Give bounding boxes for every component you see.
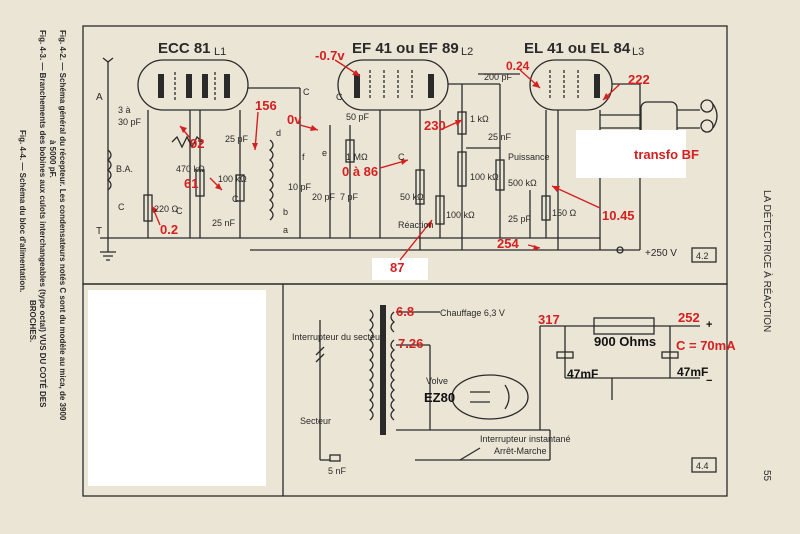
comp-25pf-b: 25 pF: [508, 214, 532, 224]
label-chauffage: Chauffage 6,3 V: [440, 308, 505, 318]
label-5nf: 5 nF: [328, 466, 347, 476]
label-minus: −: [706, 375, 712, 387]
anno-grid-bias: -0.7v: [315, 48, 345, 63]
anno-hv-rail: 254: [497, 236, 519, 251]
comp-200pf: 200 pF: [484, 72, 513, 82]
comp-7pf: 7 pF: [340, 192, 359, 202]
comp-tap-e: e: [322, 148, 327, 158]
figure-box-4-4: [691, 457, 717, 473]
tube-l3-ref: L3: [632, 46, 644, 58]
bottom-frame: [82, 283, 728, 497]
comp-100k-a: 100 kΩ: [218, 174, 247, 184]
tube-l2: [337, 59, 449, 111]
supply-label: +250 V: [645, 248, 677, 259]
anno-filtered-out: 252: [678, 310, 700, 325]
comp-1m: 1 MΩ: [346, 152, 368, 162]
comp-trimmer-b: 30 pF: [118, 117, 142, 127]
comp-25nf: 25 nF: [212, 218, 236, 228]
comp-100k-b: 100 kΩ: [446, 210, 475, 220]
anno-heater: 6.8: [396, 304, 414, 319]
comp-470k: 470 kΩ: [176, 164, 205, 174]
caption-fig-4-3-b: BROCHES.: [28, 300, 37, 342]
node-t: T: [96, 226, 102, 237]
tube-l3: [529, 59, 613, 111]
label-secteur: Secteur: [300, 416, 331, 426]
tube-l1: [137, 59, 249, 111]
comp-20pf: 20 pF: [312, 192, 336, 202]
anno-61: 61: [184, 176, 198, 191]
blank-panel: [88, 290, 266, 486]
comp-10pf: 10 pF: [288, 182, 312, 192]
tube-ez80: [451, 374, 529, 420]
component-labels: 3 à 30 pF B.A. C 220 Ω C 25 nF 470 kΩ 10…: [116, 72, 577, 235]
label-cap-47-b: 47mF: [677, 365, 708, 379]
anno-l3-plate: 222: [628, 72, 650, 87]
comp-1k: 1 kΩ: [470, 114, 489, 124]
comp-c3: C: [303, 87, 310, 97]
label-arret-marche: Arrêt-Marche: [494, 446, 547, 456]
node-a: A: [96, 92, 103, 103]
comp-tap-d: d: [276, 128, 281, 138]
anno-l1-cathode: 0.2: [160, 222, 178, 237]
page-header: LA DÉTECTRICE À RÉACTION: [761, 190, 774, 332]
anno-reaction-range: 0 à 86: [342, 164, 378, 179]
anno-87: 87: [390, 260, 404, 275]
label-plus: +: [706, 319, 712, 331]
anno-l3-cathode: 0.24: [506, 59, 530, 73]
figure-box-4-2: [691, 247, 717, 263]
comp-puissance: Puissance: [508, 152, 550, 162]
label-transfo-bf: transfo BF: [634, 147, 699, 162]
figure-4-4-label: 4.4: [696, 461, 709, 471]
comp-220: 220 Ω: [154, 204, 179, 214]
resistor-900-ohms: [593, 317, 655, 335]
comp-c6: C: [336, 92, 343, 102]
caption-fig-4-2: Fig. 4-2. — Schéma général du récepteur.…: [58, 30, 67, 421]
comp-25pf-a: 25 pF: [225, 134, 249, 144]
comp-ba: B.A.: [116, 164, 133, 174]
tube-l3-name: EL 41 ou EL 84: [524, 40, 631, 57]
label-volve: Volve: [426, 376, 448, 386]
comp-tap-b: b: [283, 207, 288, 217]
anno-current: C = 70mA: [676, 338, 736, 353]
label-cap-47-a: 47mF: [567, 367, 598, 381]
comp-100k-c: 100 kΩ: [470, 172, 499, 182]
comp-tap-f: f: [302, 152, 305, 162]
figure-4-2-label: 4.2: [696, 251, 709, 261]
tube-l1-name: ECC 81: [158, 40, 211, 57]
label-ez80: EZ80: [424, 390, 455, 405]
anno-l3-bias: 10.45: [602, 208, 635, 223]
anno-0v: 0v: [287, 112, 302, 127]
comp-25nf-b: 25 nF: [488, 132, 512, 142]
anno-rect-out: 317: [538, 312, 560, 327]
anno-726: 7.26: [398, 336, 423, 351]
comp-50k: 50 kΩ: [400, 192, 424, 202]
comp-500k: 500 kΩ: [508, 178, 537, 188]
label-interrupteur-instant: Interrupteur instantané: [480, 434, 571, 444]
mains-transformer-core: [380, 305, 386, 435]
comp-50pf: 50 pF: [346, 112, 370, 122]
anno-l1-grid: 92: [190, 136, 204, 151]
comp-c1: C: [118, 202, 125, 212]
comp-reaction: Réaction: [398, 220, 434, 230]
tube-l2-ref: L2: [461, 46, 473, 58]
tube-l1-ref: L1: [214, 46, 226, 58]
tube-l2-name: EF 41 ou EF 89: [352, 40, 459, 57]
caption-fig-4-2-extra: à 5000 pF.: [48, 140, 57, 178]
comp-trimmer-a: 3 à: [118, 105, 131, 115]
comp-c5: C: [232, 194, 239, 204]
label-900-ohms: 900 Ohms: [594, 334, 656, 349]
label-interrupteur: Interrupteur du secteur: [292, 332, 383, 342]
comp-tap-a: a: [283, 225, 288, 235]
page-number: 55: [761, 470, 772, 482]
comp-c4: C: [398, 152, 405, 162]
caption-fig-4-4: Fig. 4-4. — Schéma du bloc d'alimentatio…: [18, 130, 27, 292]
comp-c2: C: [176, 206, 183, 216]
caption-fig-4-3: Fig. 4-3. — Branchements des bobines aux…: [38, 30, 47, 408]
anno-l1-plate: 156: [255, 98, 277, 113]
anno-l2-plate: 230: [424, 118, 446, 133]
comp-150: 150 Ω: [552, 208, 577, 218]
red-arrows: [151, 59, 621, 261]
